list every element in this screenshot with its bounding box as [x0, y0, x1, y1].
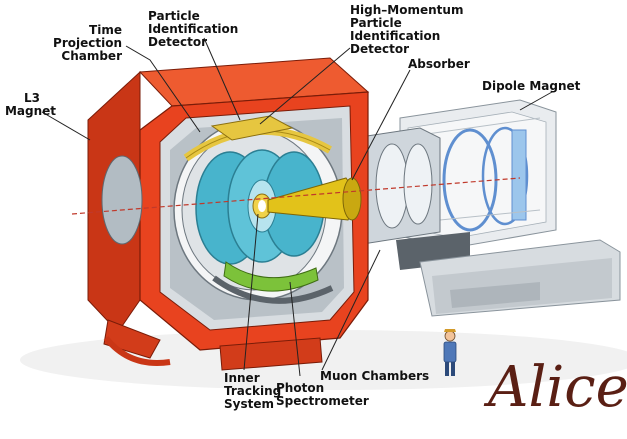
- alice-logo: Alice: [483, 355, 627, 420]
- inner-tracking-system: [252, 193, 272, 219]
- label-hmpid: High–Momentum Particle Identification De…: [350, 3, 463, 56]
- svg-text:L3: L3: [24, 91, 40, 105]
- svg-text:Photon: Photon: [276, 381, 324, 395]
- label-dipole-magnet: Dipole Magnet: [482, 79, 581, 93]
- svg-text:Particle: Particle: [350, 16, 402, 30]
- svg-text:Time: Time: [89, 23, 122, 37]
- svg-text:Tracking: Tracking: [224, 384, 281, 398]
- leader-lines: [41, 37, 553, 377]
- svg-text:Detector: Detector: [148, 35, 207, 49]
- absorber: [267, 177, 362, 221]
- person-figure-icon: [443, 329, 457, 376]
- svg-text:Magnet: Magnet: [5, 104, 56, 118]
- label-l3-magnet: L3 Magnet: [5, 91, 56, 118]
- label-absorber: Absorber: [408, 57, 470, 71]
- label-photon-spectrometer: Photon Spectrometer: [276, 381, 369, 408]
- hmpid-detector: [210, 115, 294, 141]
- svg-text:Projection: Projection: [53, 36, 122, 50]
- svg-text:Detector: Detector: [350, 42, 409, 56]
- label-particle-identification-detector: Particle Identification Detector: [148, 9, 238, 49]
- svg-text:System: System: [224, 397, 274, 411]
- svg-text:Identification: Identification: [350, 29, 440, 43]
- photon-spectrometer: [212, 261, 334, 304]
- label-time-projection-chamber: Time Projection Chamber: [53, 23, 122, 63]
- svg-text:High–Momentum: High–Momentum: [350, 3, 463, 17]
- svg-text:Inner: Inner: [224, 371, 260, 385]
- svg-text:Particle: Particle: [148, 9, 200, 23]
- svg-text:Chamber: Chamber: [61, 49, 122, 63]
- label-inner-tracking-system: Inner Tracking System: [224, 371, 281, 411]
- svg-text:Identification: Identification: [148, 22, 238, 36]
- svg-text:Spectrometer: Spectrometer: [276, 394, 369, 408]
- label-muon-chambers: Muon Chambers: [320, 369, 429, 383]
